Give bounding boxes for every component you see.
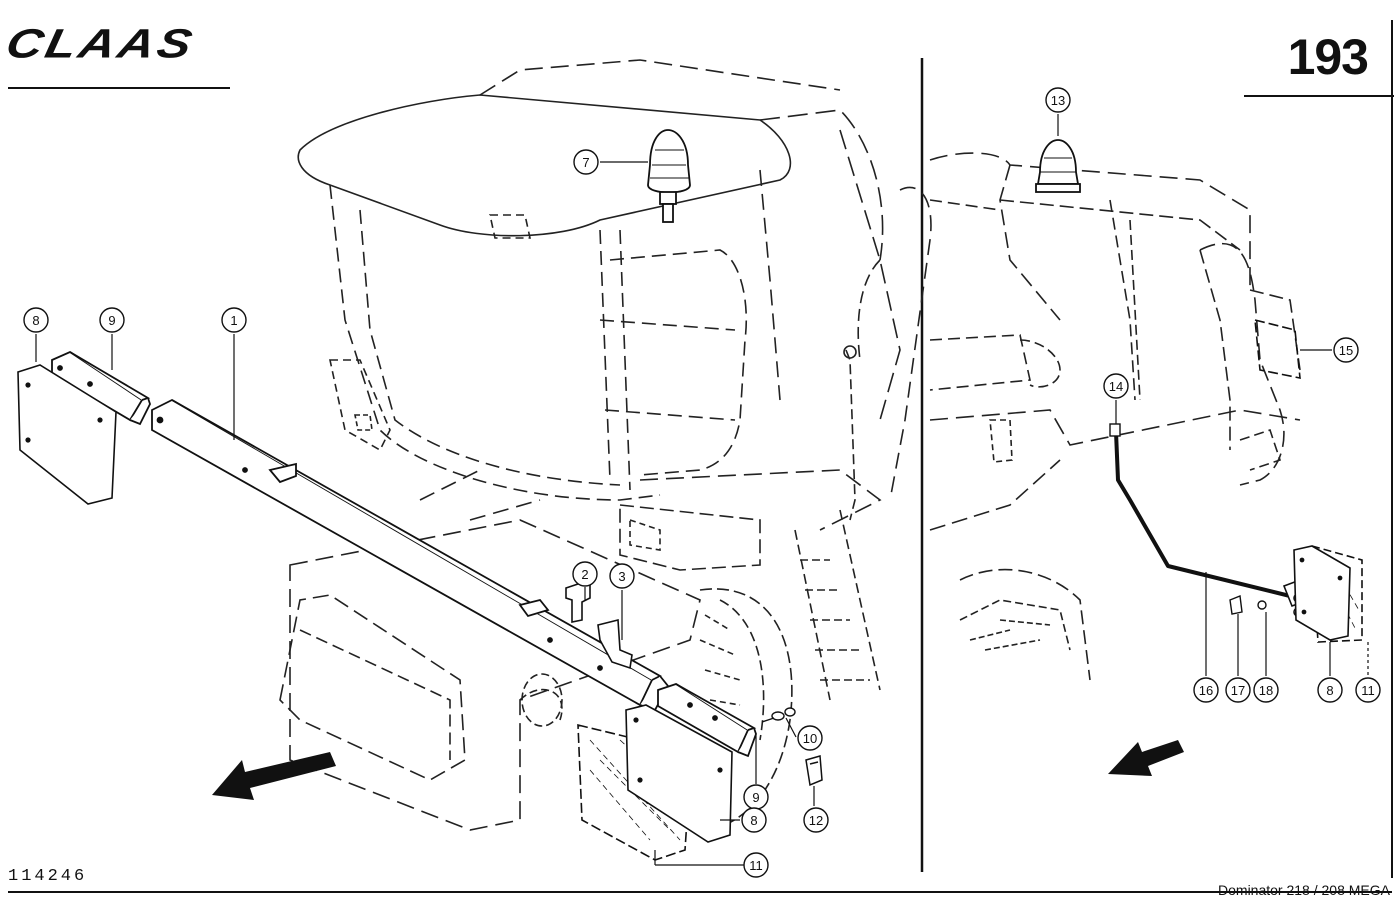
callout-12: 12 (809, 813, 823, 828)
callout-labels: 8 9 1 7 2 3 9 8 11 10 12 13 14 15 16 17 … (32, 93, 1374, 873)
part-12-clip (805, 755, 823, 787)
direction-arrow-icon (1108, 740, 1184, 776)
callout-circles (23, 87, 1381, 878)
part-3-bracket (597, 618, 633, 670)
part-16-support-rod (1114, 431, 1291, 598)
direction-arrow-icon (212, 752, 336, 800)
callout-15: 15 (1339, 343, 1353, 358)
model-designation: Dominator 218 / 208 MEGA (1218, 882, 1390, 898)
part-9-channel-right (657, 683, 757, 758)
callout-18: 18 (1259, 683, 1273, 698)
callout-8: 8 (1326, 683, 1333, 698)
callout-3: 3 (618, 569, 625, 584)
callout-9: 9 (752, 790, 759, 805)
callout-2: 2 (581, 567, 588, 582)
part-8-plate-left (17, 364, 117, 505)
left-combine-view (279, 59, 932, 831)
callout-11: 11 (1361, 683, 1375, 698)
callout-10: 10 (803, 731, 817, 746)
part-17-nut (1229, 595, 1243, 615)
beacon-lamp-icon (647, 129, 691, 223)
page-number: 193 (1287, 29, 1369, 85)
callout-leaders (35, 114, 1369, 866)
part-15-cover (1254, 318, 1301, 379)
drawing-number: 114246 (8, 867, 88, 886)
part-18-washer (1257, 600, 1267, 610)
part-1-beam (151, 398, 670, 712)
callout-14: 14 (1109, 379, 1123, 394)
beacon-lamp-icon (1035, 139, 1081, 193)
part-2-bracket (565, 578, 591, 623)
callout-9: 9 (108, 313, 115, 328)
callout-17: 17 (1231, 683, 1245, 698)
part-10-fasteners (761, 707, 796, 723)
part-8-plate-right (1293, 545, 1351, 641)
part-8-plate-lower (625, 704, 733, 843)
part-14-clamp (1109, 423, 1121, 437)
callout-16: 16 (1199, 683, 1213, 698)
callout-1: 1 (230, 313, 237, 328)
callout-7: 7 (582, 155, 589, 170)
callout-8: 8 (32, 313, 39, 328)
right-combine-view (929, 152, 1301, 681)
callout-8: 8 (750, 813, 757, 828)
callout-11: 11 (749, 858, 763, 873)
callout-13: 13 (1051, 93, 1065, 108)
